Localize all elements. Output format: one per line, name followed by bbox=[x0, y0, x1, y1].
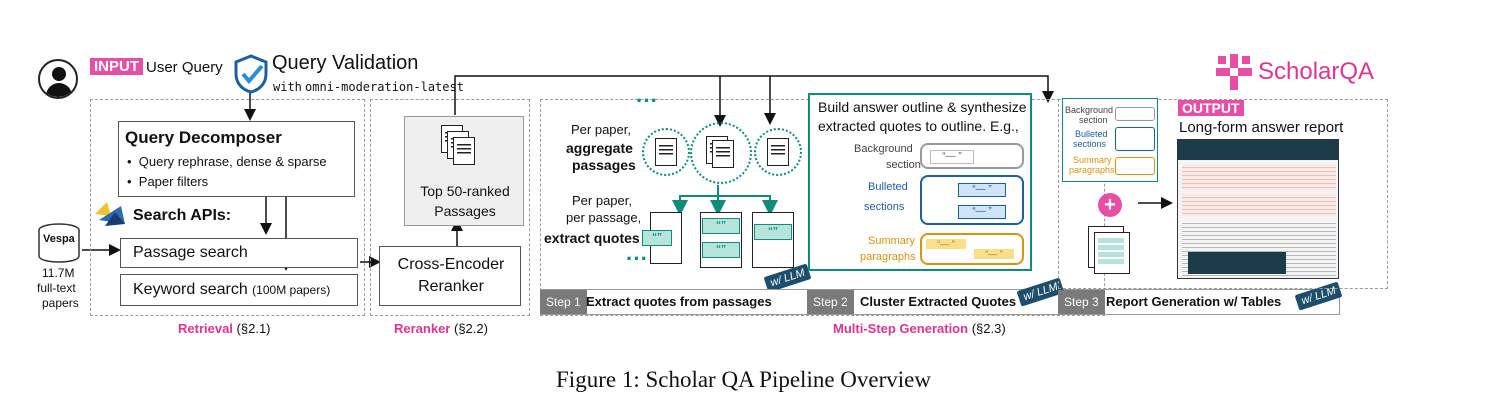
outline-box: Build answer outline & synthesize extrac… bbox=[808, 93, 1032, 271]
papers-label: papers bbox=[42, 296, 79, 310]
vespa-database-icon bbox=[38, 223, 80, 263]
bulleted-section-shape: “— ” “— ” bbox=[920, 175, 1024, 225]
outline-text: extracted quotes to outline. E.g., bbox=[818, 118, 1019, 134]
mini-bulleted-label: sections bbox=[1073, 139, 1107, 149]
keyword-search-label: Keyword search (100M papers) bbox=[133, 281, 331, 298]
summary-shape: “— ” “— ” bbox=[920, 233, 1024, 265]
decomposer-item: • Query rephrase, dense & sparse bbox=[127, 154, 327, 169]
mini-outline: Background section Bulleted sections Sum… bbox=[1062, 98, 1158, 182]
passages-label: Passages bbox=[434, 203, 496, 219]
extract-label: extract quotes bbox=[544, 230, 640, 246]
mini-background-label: section bbox=[1079, 115, 1108, 125]
summary-label: Summary bbox=[868, 235, 916, 247]
retrieval-caption: Retrieval (§2.1) bbox=[178, 321, 271, 336]
validation-title: Query Validation bbox=[272, 52, 419, 74]
step3-tag: Step 3 bbox=[1058, 290, 1105, 314]
reranker-caption: Reranker (§2.2) bbox=[394, 321, 488, 336]
shield-check-icon bbox=[234, 54, 268, 94]
paper-cluster bbox=[690, 122, 752, 184]
validation-subtitle: with bbox=[273, 80, 302, 94]
document-icon bbox=[767, 138, 789, 166]
decomposer-item: • Paper filters bbox=[127, 174, 209, 189]
generation-caption: Multi-Step Generation (§2.3) bbox=[833, 321, 1006, 336]
keyword-search-box: Keyword search (100M papers) bbox=[120, 274, 358, 306]
ellipsis-icon: ··· bbox=[636, 88, 658, 113]
passage-search-label: Passage search bbox=[133, 244, 248, 261]
paper-cluster bbox=[754, 128, 802, 176]
mini-summary-label: paragraphs bbox=[1069, 165, 1115, 175]
table-docs-icon bbox=[1088, 226, 1138, 274]
search-api-icon bbox=[95, 202, 125, 226]
query-decomposer-box: Query Decomposer • Query rephrase, dense… bbox=[118, 121, 355, 197]
document-icon bbox=[453, 137, 475, 165]
mini-summary-label: Summary bbox=[1073, 155, 1112, 165]
per-passage-label: per passage, bbox=[566, 210, 642, 225]
report-screenshot bbox=[1177, 139, 1339, 279]
input-badge: INPUT bbox=[90, 58, 143, 75]
passages-box: Top 50-ranked Passages bbox=[404, 116, 524, 226]
quote-docs: “” “” “” “” bbox=[642, 212, 798, 268]
vespa-label: Vespa bbox=[43, 233, 75, 245]
step2-tag: Step 2 bbox=[807, 290, 854, 314]
aggregate-label: aggregate bbox=[566, 140, 633, 156]
user-avatar-icon bbox=[38, 59, 78, 99]
document-icon bbox=[655, 138, 677, 166]
mini-background-label: Background bbox=[1065, 105, 1114, 115]
per-paper-label: Per paper, bbox=[571, 122, 631, 137]
input-label: User Query bbox=[146, 59, 223, 76]
step-bar bbox=[540, 289, 1340, 315]
scholarqa-logo-icon bbox=[1216, 54, 1252, 90]
aggregate-label: passages bbox=[572, 157, 636, 173]
passages-label: Top 50-ranked bbox=[420, 183, 510, 199]
retrieval-panel bbox=[90, 99, 365, 316]
step1-tag: Step 1 bbox=[540, 290, 587, 314]
reranker-label: Reranker bbox=[418, 278, 484, 295]
passage-search-box: Passage search bbox=[120, 238, 358, 268]
brand-name: ScholarQA bbox=[1258, 58, 1375, 85]
background-section-shape: “— ” bbox=[920, 143, 1024, 169]
per-passage-label: Per paper, bbox=[572, 193, 632, 208]
ellipsis-icon: ··· bbox=[626, 246, 648, 271]
summary-label: paragraphs bbox=[860, 251, 916, 263]
output-label: Long-form answer report bbox=[1179, 119, 1344, 136]
step3-label: Report Generation w/ Tables bbox=[1106, 294, 1282, 309]
decomposer-title: Query Decomposer bbox=[125, 128, 282, 147]
outline-text: Build answer outline & synthesize bbox=[818, 99, 1027, 115]
bulleted-label: sections bbox=[864, 201, 905, 213]
validation-model: omni-moderation-latest bbox=[305, 80, 464, 94]
cross-encoder-box: Cross-Encoder Reranker bbox=[379, 246, 521, 306]
step1-label: Extract quotes from passages bbox=[586, 294, 772, 309]
output-badge: OUTPUT bbox=[1178, 100, 1244, 116]
papers-label: full-text bbox=[37, 281, 76, 295]
document-icon bbox=[712, 140, 734, 168]
background-label: Background bbox=[854, 143, 913, 155]
paper-cluster bbox=[642, 128, 690, 176]
mini-bulleted-label: Bulleted bbox=[1075, 129, 1108, 139]
search-apis-label: Search APIs: bbox=[133, 207, 232, 224]
output-panel bbox=[1058, 99, 1388, 289]
background-label: section bbox=[886, 159, 921, 171]
plus-icon: + bbox=[1098, 193, 1122, 217]
figure-caption: Figure 1: Scholar QA Pipeline Overview bbox=[556, 367, 931, 392]
step2-label: Cluster Extracted Quotes bbox=[860, 294, 1017, 309]
bulleted-label: Bulleted bbox=[868, 181, 908, 193]
reranker-label: Cross-Encoder bbox=[397, 256, 505, 273]
papers-count: 11.7M bbox=[42, 266, 75, 280]
reranker-panel bbox=[370, 99, 530, 316]
